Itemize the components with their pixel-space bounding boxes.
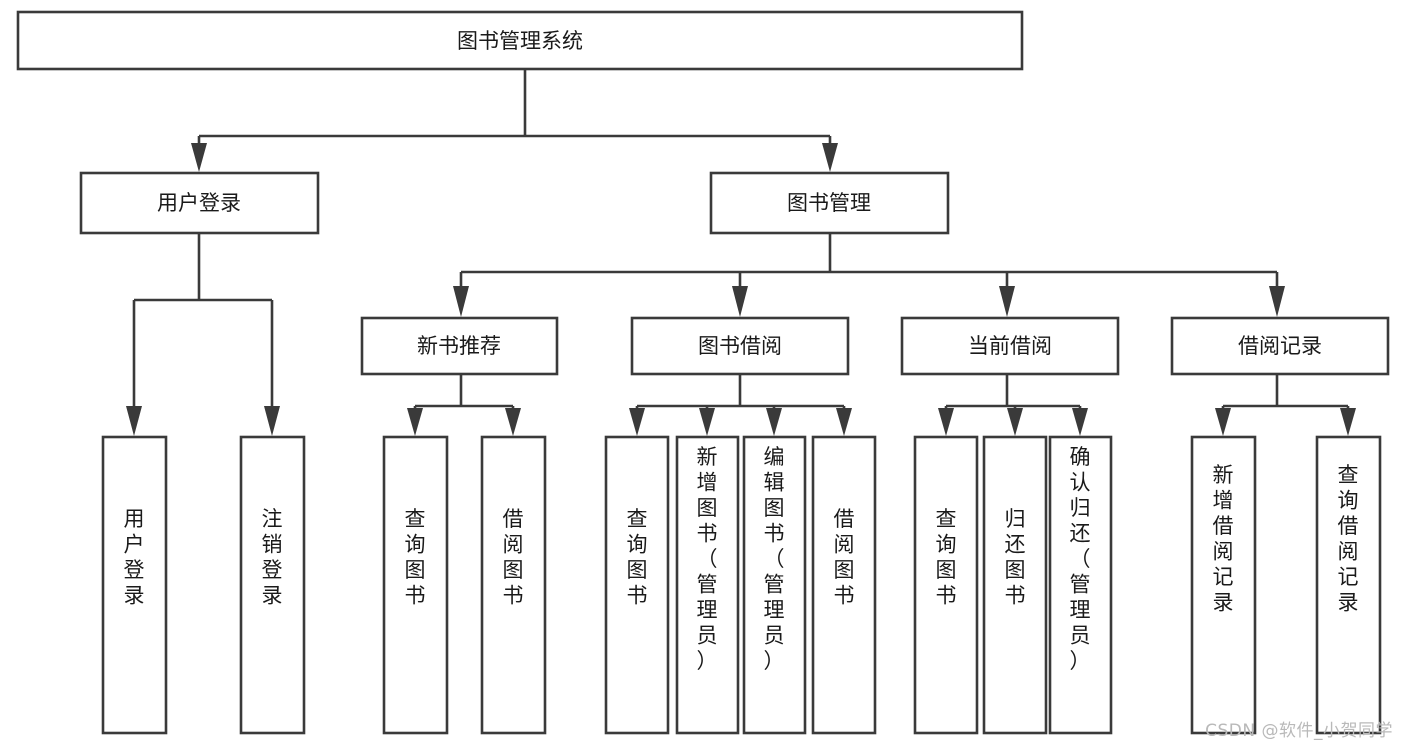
node-leaf-query-record-box[interactable] [1315, 435, 1382, 735]
node-leaf-add-record[interactable]: 新增借阅记录 [1190, 435, 1257, 735]
arrow-user-login-leaf-1 [126, 406, 142, 436]
node-leaf-user-login-label: 用户登录 [124, 507, 145, 608]
arrow-root-to-user-login [191, 143, 207, 172]
arrow-nbr-leaf-1 [407, 408, 423, 436]
node-new-book-rec[interactable]: 新书推荐 [360, 316, 559, 376]
node-leaf-borrow-book-1-label: 借阅图书 [503, 507, 524, 608]
node-leaf-return-book-box[interactable] [982, 435, 1048, 735]
arrow-nbr-leaf-2 [505, 408, 521, 436]
arrow-cb-leaf-3 [1072, 408, 1088, 436]
node-new-book-rec-box[interactable] [360, 316, 559, 376]
node-book-borrow-box[interactable] [630, 316, 850, 376]
node-borrow-record-box[interactable] [1170, 316, 1390, 376]
arrow-bb-leaf-3 [766, 408, 782, 436]
arrow-cb-leaf-1 [938, 408, 954, 436]
node-leaf-add-book[interactable]: 新增图书（管理员） [675, 435, 740, 735]
node-book-manage-box[interactable] [709, 171, 950, 235]
node-leaf-add-record-box[interactable] [1190, 435, 1257, 735]
arrow-root-to-book-manage [822, 143, 838, 172]
node-root-label: 图书管理系统 [457, 29, 583, 53]
node-leaf-edit-book[interactable]: 编辑图书（管理员） [742, 435, 807, 735]
node-leaf-edit-book-box[interactable] [742, 435, 807, 735]
node-leaf-query-record-label: 查询借阅记录 [1338, 463, 1359, 615]
node-leaf-query-book-1[interactable]: 查询图书 [382, 435, 449, 735]
node-current-borrow[interactable]: 当前借阅 [900, 316, 1120, 376]
arrow-bm-to-new-book-rec [453, 286, 469, 317]
arrow-cb-leaf-2 [1007, 408, 1023, 436]
arrow-user-login-leaf-2 [264, 406, 280, 436]
node-leaf-query-book-2[interactable]: 查询图书 [604, 435, 670, 735]
node-leaf-edit-book-label: 编辑图书（管理员） [764, 445, 785, 673]
arrow-bm-to-book-borrow [732, 286, 748, 317]
node-current-borrow-box[interactable] [900, 316, 1120, 376]
arrow-bb-leaf-2 [699, 408, 715, 436]
node-book-manage[interactable]: 图书管理 [709, 171, 950, 235]
node-user-login-label: 用户登录 [157, 191, 241, 215]
node-leaf-logout-login-box[interactable] [239, 435, 306, 735]
node-leaf-query-book-3[interactable]: 查询图书 [913, 435, 979, 735]
node-leaf-borrow-book-2[interactable]: 借阅图书 [811, 435, 877, 735]
node-leaf-add-record-label: 新增借阅记录 [1213, 463, 1234, 615]
node-user-login-box[interactable] [79, 171, 320, 235]
node-leaf-logout-login-label: 注销登录 [262, 507, 283, 608]
node-borrow-record[interactable]: 借阅记录 [1170, 316, 1390, 376]
node-book-borrow-label: 图书借阅 [698, 334, 782, 358]
node-leaf-user-login[interactable]: 用户登录 [101, 435, 168, 735]
node-leaf-logout-login[interactable]: 注销登录 [239, 435, 306, 735]
node-book-manage-label: 图书管理 [787, 191, 871, 215]
node-leaf-query-book-1-box[interactable] [382, 435, 449, 735]
node-user-login[interactable]: 用户登录 [79, 171, 320, 235]
node-leaf-borrow-book-2-box[interactable] [811, 435, 877, 735]
csdn-watermark: CSDN @软件_小贺同学 [1205, 721, 1393, 741]
arrow-br-leaf-2 [1340, 408, 1356, 436]
arrow-bm-to-borrow-record [1269, 286, 1285, 317]
node-leaf-add-book-box[interactable] [675, 435, 740, 735]
node-leaf-confirm-return[interactable]: 确认归还（管理员） [1048, 435, 1113, 735]
node-leaf-query-record[interactable]: 查询借阅记录 [1315, 435, 1382, 735]
node-borrow-record-label: 借阅记录 [1238, 334, 1322, 358]
node-leaf-query-book-3-box[interactable] [913, 435, 979, 735]
arrow-bm-to-current-borrow [999, 286, 1015, 317]
node-leaf-query-book-2-box[interactable] [604, 435, 670, 735]
node-leaf-add-book-label: 新增图书（管理员） [697, 445, 718, 673]
node-leaf-return-book[interactable]: 归还图书 [982, 435, 1048, 735]
node-leaf-borrow-book-2-label: 借阅图书 [834, 507, 855, 608]
arrow-bb-leaf-4 [836, 408, 852, 436]
node-new-book-rec-label: 新书推荐 [417, 334, 501, 358]
node-leaf-confirm-return-label: 确认归还（管理员） [1070, 445, 1091, 673]
node-leaf-return-book-label: 归还图书 [1005, 507, 1026, 608]
node-leaf-borrow-book-1[interactable]: 借阅图书 [480, 435, 547, 735]
connector-layer [126, 69, 1356, 436]
node-leaf-user-login-box[interactable] [101, 435, 168, 735]
node-leaf-confirm-return-box[interactable] [1048, 435, 1113, 735]
node-current-borrow-label: 当前借阅 [968, 334, 1052, 358]
arrow-bb-leaf-1 [629, 408, 645, 436]
node-root[interactable]: 图书管理系统 [16, 10, 1024, 71]
node-leaf-borrow-book-1-box[interactable] [480, 435, 547, 735]
arrow-br-leaf-1 [1215, 408, 1231, 436]
node-leaf-query-book-3-label: 查询图书 [936, 507, 957, 608]
node-root-box[interactable] [16, 10, 1024, 71]
node-leaf-query-book-1-label: 查询图书 [405, 507, 426, 608]
node-leaf-query-book-2-label: 查询图书 [627, 507, 648, 608]
node-book-borrow[interactable]: 图书借阅 [630, 316, 850, 376]
